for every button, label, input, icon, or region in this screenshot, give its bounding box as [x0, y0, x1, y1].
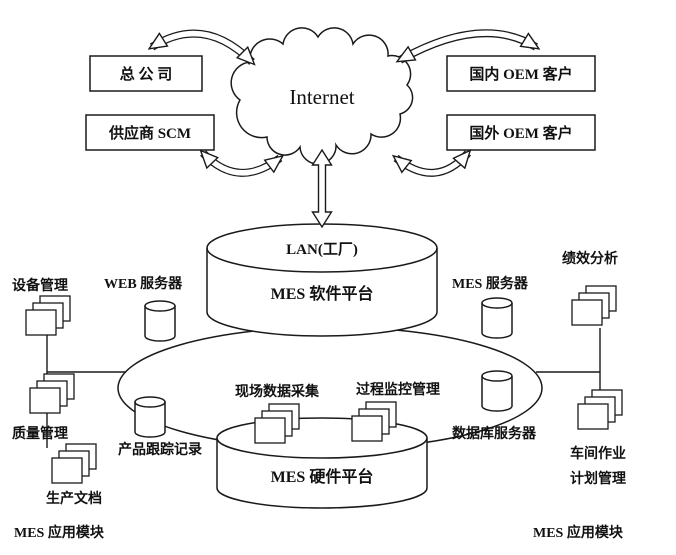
production-docs-label: 生产文档 [46, 490, 102, 507]
supplier-scm-label: 供应商 SCM [108, 124, 191, 142]
arrow-cloud-domestic-oem [400, 29, 536, 64]
equipment-label: 设备管理 [12, 277, 68, 294]
database-server-icon [481, 370, 513, 412]
mes-server-icon [481, 297, 513, 339]
workshop-label-line1: 车间作业 [570, 445, 626, 462]
product-tracking-icon [134, 396, 166, 438]
mes-server-label: MES 服务器 [452, 275, 529, 292]
workshop-label-line2: 计划管理 [570, 470, 626, 487]
performance-module-icon [571, 285, 617, 326]
arrow-cloud-foreign-oem [396, 153, 468, 177]
box-foreign-oem: 国外 OEM 客户 [446, 114, 596, 151]
headquarters-label: 总 公 司 [120, 65, 173, 83]
quality-module-icon [29, 373, 75, 414]
software-platform-label: MES 软件平台 [271, 284, 374, 303]
software-platform-cylinder: LAN(工厂) MES 软件平台 [206, 223, 438, 337]
box-headquarters: 总 公 司 [89, 55, 203, 92]
arrow-cloud-supplier-scm [203, 153, 280, 177]
footer-right-label: MES 应用模块 [533, 524, 624, 541]
production-docs-icon [51, 443, 97, 484]
performance-label: 绩效分析 [562, 250, 618, 267]
arrow-internet-lan [311, 148, 333, 229]
internet-cloud: Internet [230, 27, 414, 165]
data-collection-label: 现场数据采集 [235, 383, 320, 400]
box-domestic-oem: 国内 OEM 客户 [446, 55, 596, 92]
web-server-icon [144, 300, 176, 342]
hardware-platform-label: MES 硬件平台 [271, 467, 374, 486]
arrow-cloud-headquarters [152, 29, 252, 62]
database-server-label: 数据库服务器 [452, 425, 537, 442]
product-tracking-label: 产品跟踪记录 [118, 441, 202, 458]
hardware-platform-cylinder: MES 硬件平台 [216, 417, 428, 509]
box-supplier-scm: 供应商 SCM [85, 114, 215, 151]
quality-label: 质量管理 [12, 425, 68, 442]
internet-label: Internet [289, 85, 354, 109]
lan-label: LAN(工厂) [286, 241, 358, 258]
equipment-module-icon [25, 295, 71, 336]
workshop-module-icon [577, 389, 623, 430]
web-server-label: WEB 服务器 [104, 275, 183, 292]
process-monitor-label: 过程监控管理 [356, 381, 440, 398]
footer-left-label: MES 应用模块 [14, 524, 105, 541]
domestic-oem-label: 国内 OEM 客户 [469, 65, 572, 83]
foreign-oem-label: 国外 OEM 客户 [469, 124, 572, 142]
